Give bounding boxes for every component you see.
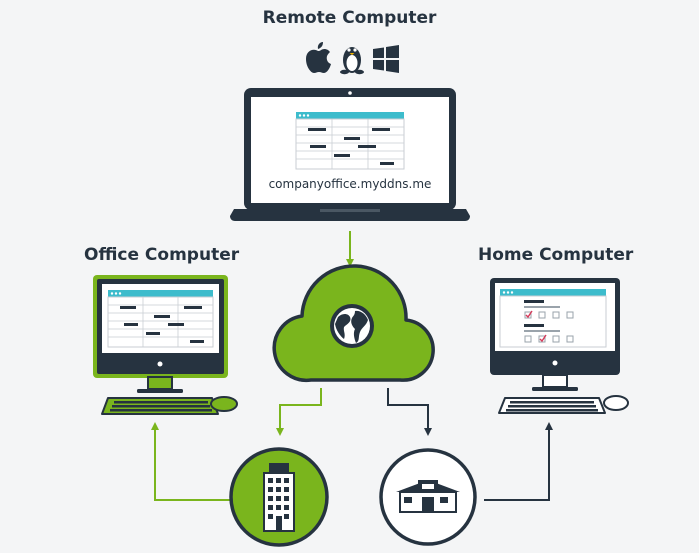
home-keyboard — [498, 397, 606, 414]
office-building-icon — [229, 447, 329, 547]
apple-icon — [306, 42, 331, 73]
office-computer-title: Office Computer — [84, 245, 240, 265]
home-computer-title: Home Computer — [478, 245, 634, 265]
windows-icon — [373, 45, 399, 73]
office-spreadsheet-window — [107, 290, 214, 348]
office-monitor — [93, 275, 228, 393]
home-house-icon — [379, 448, 477, 546]
remote-computer-title: Remote Computer — [262, 8, 437, 28]
arrow-cloud-to-office-building — [276, 388, 322, 436]
arrow-office-building-to-office-computer — [151, 422, 232, 501]
arrow-cloud-to-home-house — [387, 388, 432, 436]
office-mouse — [210, 396, 238, 412]
home-checklist-window — [499, 289, 607, 348]
office-keyboard — [101, 397, 219, 415]
remote-url: companyoffice.myddns.me — [269, 177, 432, 191]
remote-spreadsheet-window — [295, 112, 405, 170]
linux-icon — [340, 47, 364, 75]
home-monitor — [490, 278, 620, 391]
home-mouse — [603, 395, 629, 411]
arrow-home-house-to-home-computer — [484, 422, 553, 501]
globe-icon — [330, 304, 374, 348]
remote-laptop: companyoffice.myddns.me — [230, 88, 470, 221]
